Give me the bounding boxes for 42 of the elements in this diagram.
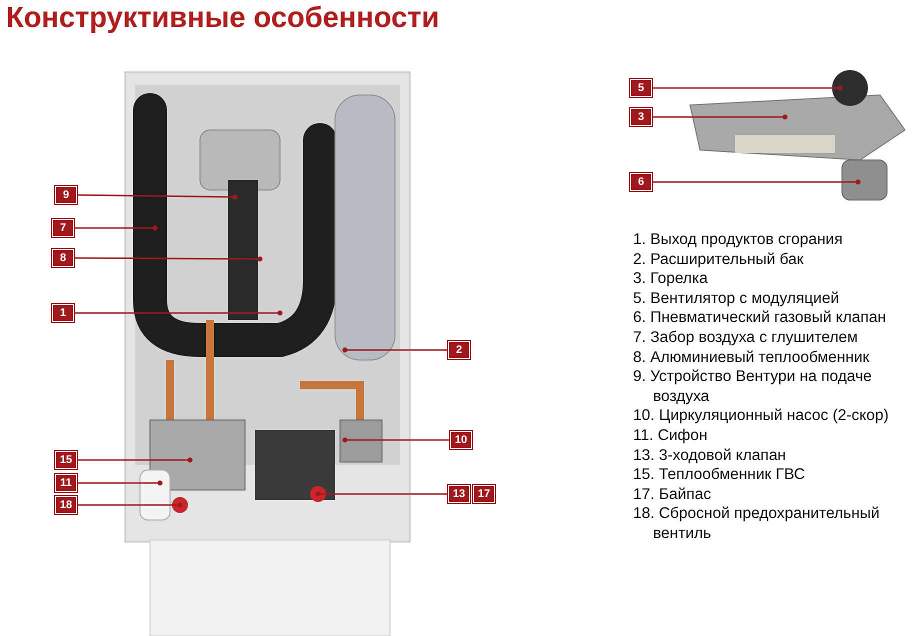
callout-number: 1	[52, 304, 74, 322]
legend-item: 15. Теплообменник ГВС	[633, 465, 806, 485]
legend-item: 8. Алюминиевый теплообменник	[633, 348, 870, 368]
leader-line	[653, 86, 842, 90]
callout-number: 11	[55, 474, 77, 492]
leader-line	[653, 180, 860, 184]
legend-item: 1. Выход продуктов сгорания	[633, 230, 844, 250]
legend-item: 6. Пневматический газовый клапан	[633, 308, 888, 328]
callout-number: 18	[55, 496, 77, 514]
callout-number: 10	[450, 431, 472, 449]
leader-line	[75, 256, 262, 262]
legend-item: 3. Горелка	[633, 269, 709, 289]
callout-number: 15	[55, 451, 77, 469]
legend-item: 9. Устройство Вентури на подаче воздуха	[633, 367, 873, 406]
legend-item: 10. Циркуляционный насос (2-скор)	[633, 406, 890, 426]
leader-line	[342, 438, 449, 442]
leader-line	[78, 502, 182, 508]
callout-number: 13	[448, 485, 470, 503]
legend-item: 11. Сифон	[633, 426, 708, 446]
callout-number: 7	[52, 219, 74, 237]
callout-number: 5	[630, 79, 652, 97]
leader-line	[78, 458, 192, 462]
leader-line	[316, 492, 447, 496]
leader-line	[75, 226, 158, 230]
leader-line	[75, 310, 282, 316]
title: Конструктивные особенности	[6, 2, 440, 35]
legend-item: 17. Байпас	[633, 484, 712, 504]
legend-item: 13. 3-ходовой клапан	[633, 446, 787, 466]
legend-item: 18. Сбросной предохранительный вентиль	[633, 504, 881, 544]
legend-item: 5. Вентилятор с модуляцией	[633, 288, 840, 308]
callout-number: 8	[52, 249, 74, 267]
legend-item: 7. Забор воздуха с глушителем	[633, 328, 859, 348]
leader-line	[342, 348, 447, 352]
callout-number: 3	[630, 108, 652, 126]
callout-number: 17	[473, 485, 495, 503]
callout-number: 6	[630, 173, 652, 191]
leader-line	[78, 480, 162, 486]
callout-number: 2	[448, 341, 470, 359]
legend-item: 2. Расширительный бак	[633, 250, 805, 270]
callout-number: 9	[55, 186, 77, 204]
leader-line	[653, 114, 788, 120]
leader-line	[78, 194, 238, 200]
